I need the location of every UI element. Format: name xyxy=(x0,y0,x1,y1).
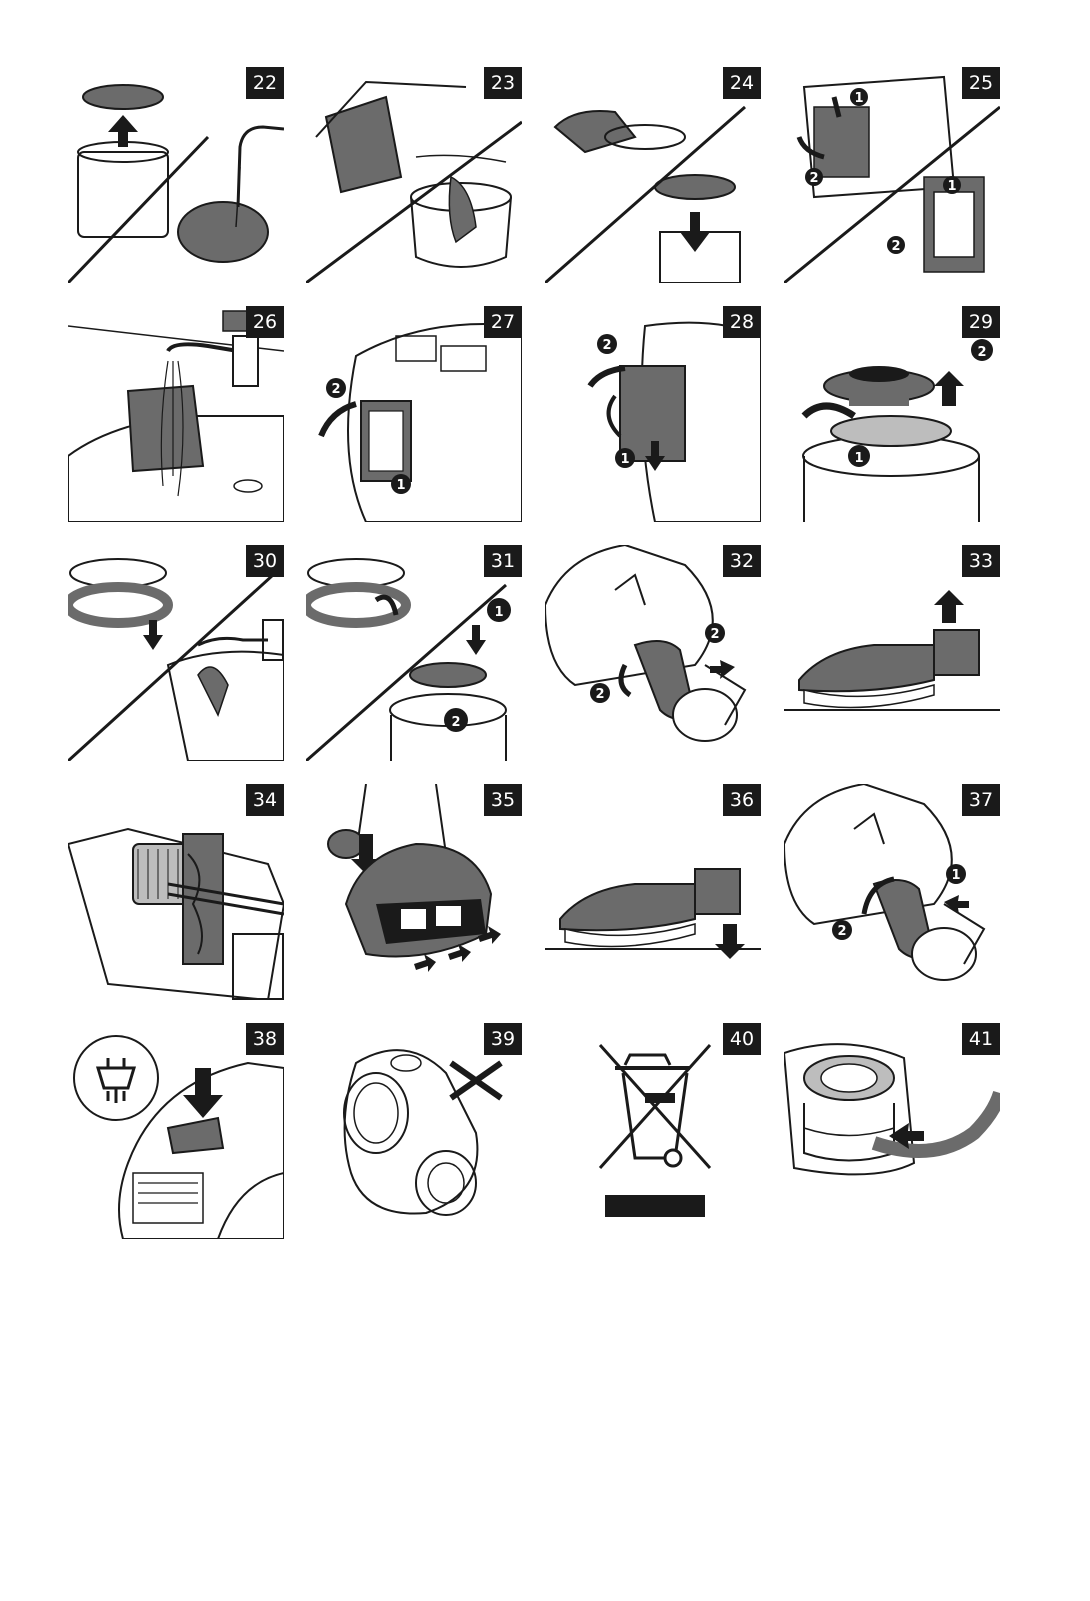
cap-twist-lift-illustration: 2 1 xyxy=(801,339,993,522)
weee-disposal-illustration xyxy=(598,1044,712,1217)
step-27-panel: 2 1 27 xyxy=(306,306,522,522)
filter-insert-illustration: 2 1 xyxy=(318,323,522,522)
callout-2: 2 xyxy=(837,924,846,939)
step-number: 35 xyxy=(484,784,522,816)
brush-clean-illustration xyxy=(68,827,284,1000)
crossed-bin-icon xyxy=(598,1044,712,1169)
callout-1: 1 xyxy=(854,451,863,466)
arrow-down-icon xyxy=(143,620,163,650)
step-40-panel: 40 xyxy=(545,1023,761,1239)
step-number: 37 xyxy=(962,784,1000,816)
arrow-down-icon xyxy=(715,924,745,959)
step-number: 40 xyxy=(723,1023,761,1055)
hose-connect-illustration xyxy=(784,1043,1000,1176)
step-number: 41 xyxy=(962,1023,1000,1055)
arrow-left-icon xyxy=(944,895,969,914)
callout-2: 2 xyxy=(331,382,340,397)
arrow-down-icon xyxy=(680,212,710,252)
step-number: 34 xyxy=(246,784,284,816)
step-34-panel: 34 xyxy=(68,784,284,1000)
nozzle-lift-illustration xyxy=(784,590,1000,711)
arrow-down-icon xyxy=(183,1068,223,1118)
filter-cover-open-illustration: 1 2 1 2 xyxy=(784,75,1000,283)
callout-1: 1 xyxy=(620,452,629,467)
step-number: 22 xyxy=(246,67,284,99)
step-29-panel: 2 1 29 xyxy=(784,306,1000,522)
step-39-panel: 39 xyxy=(306,1023,522,1239)
step-23-panel: 23 xyxy=(306,67,522,283)
step-number: 30 xyxy=(246,545,284,577)
callout-1: 1 xyxy=(854,91,863,106)
cap-reinstall-illustration: 1 2 xyxy=(306,558,511,761)
callout-1: 1 xyxy=(951,868,960,883)
rinse-filter-illustration xyxy=(68,310,284,522)
step-number: 27 xyxy=(484,306,522,338)
step-number: 28 xyxy=(723,306,761,338)
step-28-panel: 2 1 28 xyxy=(545,306,761,522)
hose-detach-illustration: 2 2 xyxy=(545,545,747,742)
step-32-panel: 2 2 32 xyxy=(545,545,761,761)
arrow-icon xyxy=(448,944,471,962)
step-number: 31 xyxy=(484,545,522,577)
callout-1: 1 xyxy=(947,179,956,194)
arrow-icon xyxy=(414,954,436,972)
callout-2: 2 xyxy=(891,239,900,254)
step-30-panel: 30 xyxy=(68,545,284,761)
arrow-down-icon xyxy=(645,441,665,471)
step-37-panel: 1 2 37 xyxy=(784,784,1000,1000)
arrow-up-icon xyxy=(934,371,964,406)
callout-1: 1 xyxy=(396,478,405,493)
step-number: 32 xyxy=(723,545,761,577)
step-25-panel: 1 2 1 2 25 xyxy=(784,67,1000,283)
nozzle-lower-illustration xyxy=(545,868,761,959)
step-number: 24 xyxy=(723,67,761,99)
filter-lift-illustration xyxy=(68,84,284,283)
step-24-panel: 24 xyxy=(545,67,761,283)
callout-2: 2 xyxy=(809,171,818,186)
cover-close-illustration: 2 1 xyxy=(587,321,761,522)
arrow-icon xyxy=(478,926,501,944)
callout-1: 1 xyxy=(494,605,503,620)
arrow-up-icon xyxy=(108,115,138,147)
step-number: 26 xyxy=(246,306,284,338)
plug-icon xyxy=(95,1058,137,1103)
arrow-up-icon xyxy=(934,590,964,623)
arrow-right-icon xyxy=(710,660,735,679)
callout-2: 2 xyxy=(595,687,604,702)
step-number: 33 xyxy=(962,545,1000,577)
step-22-panel: 22 xyxy=(68,67,284,283)
step-35-panel: 35 xyxy=(306,784,522,1000)
callout-2: 2 xyxy=(602,338,611,353)
step-41-panel: 41 xyxy=(784,1023,1000,1239)
step-number: 23 xyxy=(484,67,522,99)
callout-2: 2 xyxy=(977,345,986,360)
step-31-panel: 1 2 31 xyxy=(306,545,522,761)
rinse-container-illustration xyxy=(306,80,522,283)
step-number: 39 xyxy=(484,1023,522,1055)
step-number: 25 xyxy=(962,67,1000,99)
filter-replace-illustration xyxy=(545,105,746,283)
step-number: 36 xyxy=(723,784,761,816)
gasket-remove-illustration xyxy=(68,558,284,761)
step-33-panel: 33 xyxy=(784,545,1000,761)
do-not-stand-upright-illustration xyxy=(343,1049,503,1216)
step-26-panel: 26 xyxy=(68,306,284,522)
cord-rewind-illustration xyxy=(73,1035,284,1239)
brush-insert-illustration xyxy=(327,784,501,972)
callout-2: 2 xyxy=(451,715,460,730)
arrow-left-icon xyxy=(889,1123,924,1149)
callout-2: 2 xyxy=(710,627,719,642)
step-number: 29 xyxy=(962,306,1000,338)
cross-icon xyxy=(449,1060,503,1101)
step-36-panel: 36 xyxy=(545,784,761,1000)
arrow-down-icon xyxy=(466,625,486,655)
step-number: 38 xyxy=(246,1023,284,1055)
solid-bar-icon xyxy=(605,1195,705,1217)
hose-attach-illustration: 1 2 xyxy=(784,784,986,981)
step-38-panel: 38 xyxy=(68,1023,284,1239)
